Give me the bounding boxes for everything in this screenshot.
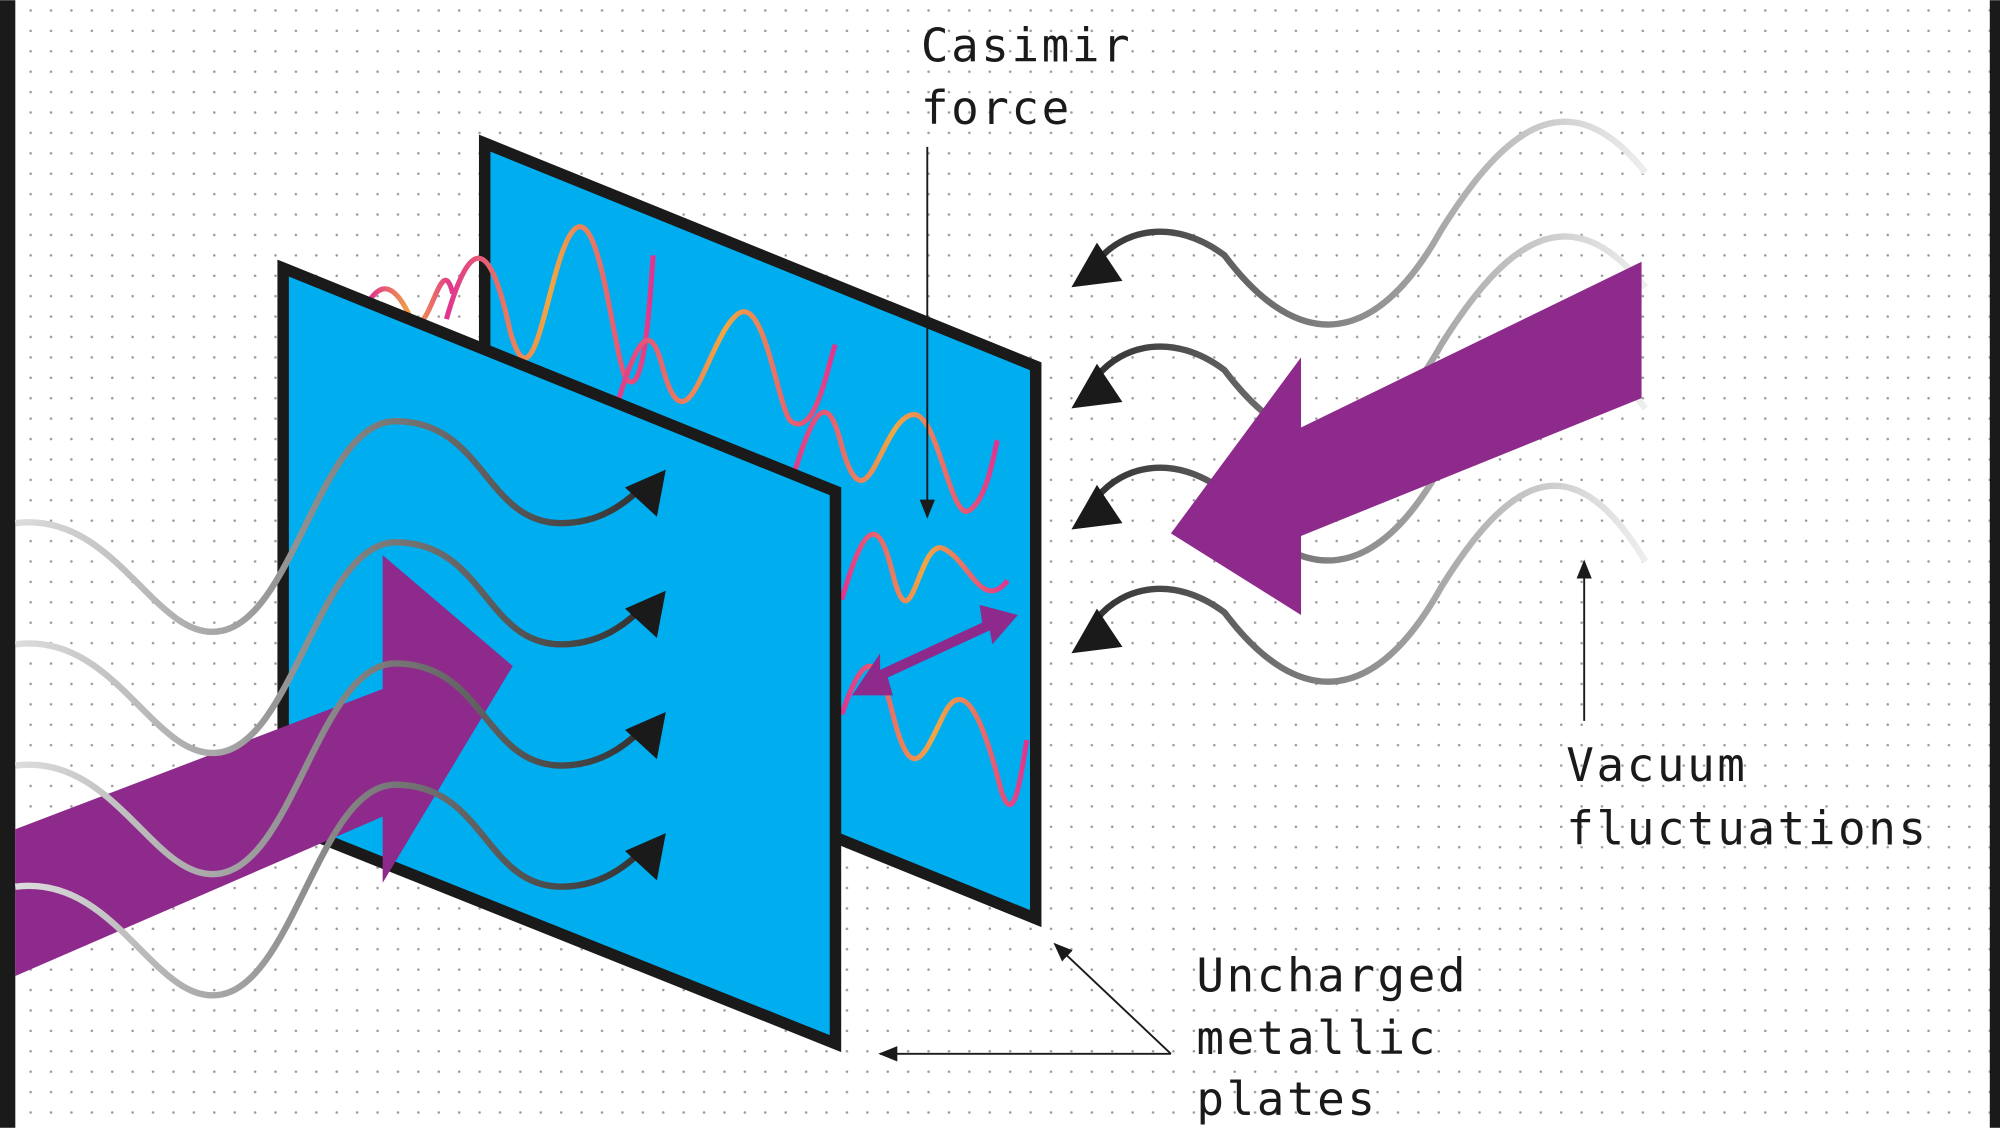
vacuum-label-line2: fluctuations	[1566, 802, 1928, 856]
right-pressure-arrow	[1170, 261, 1642, 616]
right-arrowheads	[1071, 242, 1123, 654]
left-arrowheads	[625, 469, 666, 881]
right-border	[1989, 0, 2000, 1128]
left-vacuum-waves	[14, 417, 647, 999]
casimir-label-line2: force	[921, 81, 1072, 135]
plates-label-line2: metallic	[1196, 1011, 1438, 1065]
vacuum-label-line1: Vacuum	[1566, 738, 1747, 792]
front-metallic-plate	[277, 259, 842, 1053]
plates-label-line1: Uncharged	[1196, 948, 1468, 1002]
plates-label-line3: plates	[1196, 1072, 1377, 1126]
left-border	[0, 0, 16, 1128]
plates-leader-line-back	[1053, 942, 1172, 1055]
casimir-force-double-arrow	[852, 604, 1018, 696]
left-pressure-arrow	[15, 555, 513, 976]
casimir-label-line1: Casimir	[921, 18, 1132, 72]
